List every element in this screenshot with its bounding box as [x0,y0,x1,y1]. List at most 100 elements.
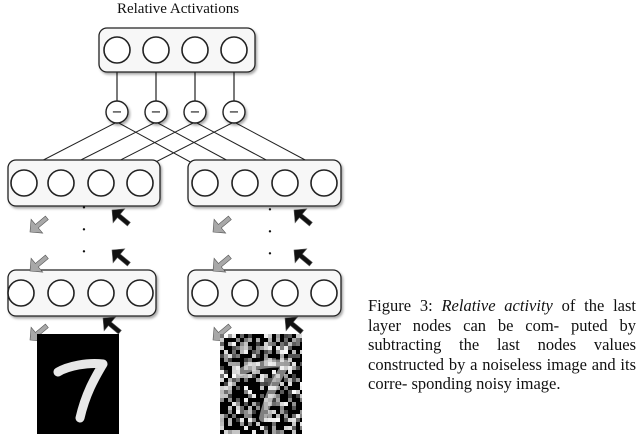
noise-pixel [256,338,260,342]
noise-pixel [288,398,292,402]
noise-pixel [300,422,302,426]
noise-pixel [244,346,248,350]
noiseless-digit-seven [53,359,108,423]
noise-pixel [292,338,296,342]
noise-pixel [228,422,232,426]
caption-line4: nodes values constructed by a [368,335,637,374]
noiseless-top-layer-node-3 [87,169,115,197]
noise-pixel [296,342,300,346]
noise-pixel [276,386,280,390]
output-layer-node-1 [103,36,131,64]
noise-pixel [284,418,288,422]
ellipsis-dot-6: · [267,243,274,265]
noise-pixel [264,374,268,378]
output-layer-node-4 [220,36,248,64]
noise-pixel [236,430,240,434]
noise-pixel [228,382,232,386]
noise-pixel [284,402,288,406]
noise-pixel [244,362,248,366]
noise-pixel [228,354,232,358]
noise-pixel [236,398,240,402]
noise-pixel [252,394,256,398]
noise-pixel [228,430,232,434]
noise-pixel [220,378,224,382]
noise-pixel [276,398,280,402]
output-layer-node-2 [142,36,170,64]
noise-pixel [280,410,284,414]
noiseless-top-layer-node-2 [47,169,75,197]
noise-pixel [260,382,264,386]
noise-pixel [240,410,244,414]
noise-pixel [300,350,302,354]
noise-pixel [236,362,240,366]
noise-pixel [224,390,228,394]
noise-pixel [260,378,264,382]
noise-pixel [284,338,288,342]
noise-pixel [296,366,300,370]
noise-pixel [232,382,236,386]
noise-pixel [256,378,260,382]
noise-pixel [260,374,264,378]
noise-pixel [284,374,288,378]
noise-pixel [276,402,280,406]
noise-pixel [248,406,252,410]
noise-pixel [288,394,292,398]
noise-pixel [296,338,300,342]
caption-emphasis: Relative activity [441,296,553,315]
noise-pixel [280,354,284,358]
noise-pixel [292,366,296,370]
noise-pixel [300,386,302,390]
noise-pixel [292,378,296,382]
noise-pixel [260,394,264,398]
noise-pixel [272,342,276,346]
noise-pixel [260,426,264,430]
noise-pixel [220,338,224,342]
noise-pixel [296,414,300,418]
noise-pixel [236,406,240,410]
noise-pixel [284,414,288,418]
subtraction-node-1 [105,100,129,124]
noise-pixel [264,426,268,430]
noise-pixel [240,346,244,350]
decode-arrow-6 [284,316,304,335]
noise-pixel [232,346,236,350]
noise-pixel [248,358,252,362]
noise-pixel [220,386,224,390]
noise-pixel [264,378,268,382]
noise-pixel [224,350,228,354]
noise-pixel [248,414,252,418]
noise-pixel [300,410,302,414]
noise-pixel [232,334,236,338]
caption-line5: noiseless image and its corre- [368,354,637,394]
noise-pixel [284,346,288,350]
noise-pixel [244,390,248,394]
noise-pixel [256,402,260,406]
noise-pixel [256,422,260,426]
noise-pixel [296,378,300,382]
noise-pixel [220,394,224,398]
noise-pixel [288,366,292,370]
noise-pixel [248,334,252,338]
noise-pixel [220,374,224,378]
noiseless-top-layer [7,159,161,207]
noise-pixel [264,334,268,338]
noise-pixel [292,390,296,394]
noise-pixel [244,402,248,406]
noise-pixel [280,350,284,354]
noise-pixel [228,394,232,398]
noise-pixel [296,418,300,422]
noise-pixel [280,406,284,410]
noise-pixel [288,378,292,382]
noise-pixel [256,346,260,350]
noise-pixel [272,370,276,374]
noise-pixel [276,346,280,350]
noise-pixel [280,402,284,406]
noise-pixel [288,426,292,430]
ellipsis-dot-4: · [267,199,274,221]
noise-pixel [264,350,268,354]
output-layer [98,27,256,73]
noise-pixel [288,354,292,358]
noise-pixel [272,418,276,422]
noise-pixel [220,390,224,394]
caption-line3: puted by subtracting the last [368,315,637,355]
